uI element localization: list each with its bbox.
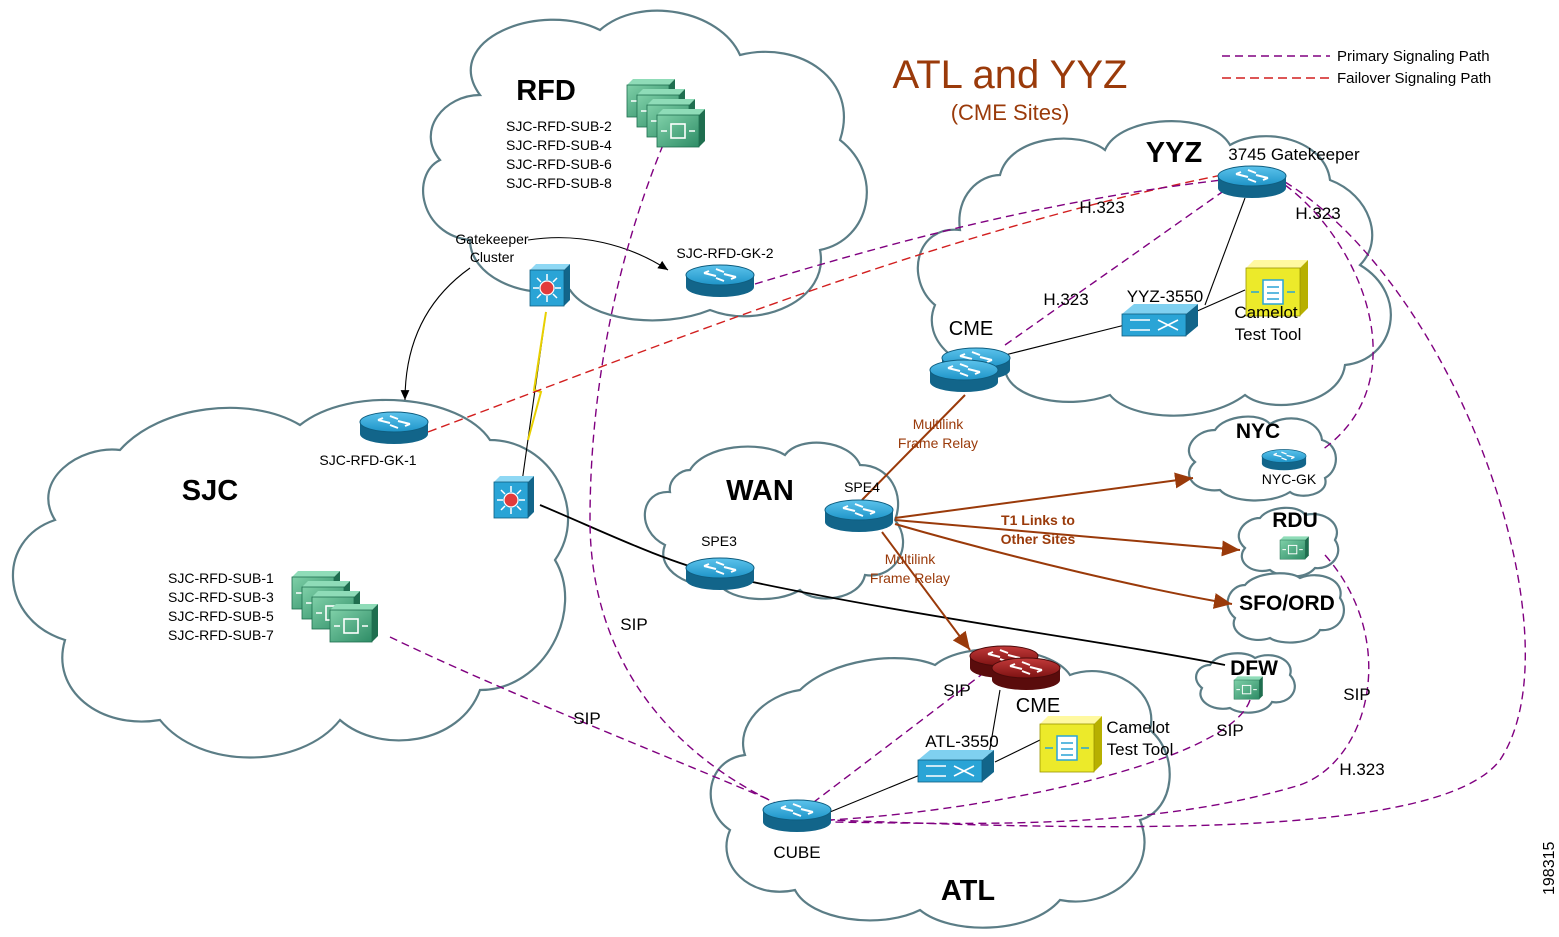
t1-links-label-2: Other Sites (1001, 531, 1076, 547)
diagram-title: ATL and YYZ (893, 53, 1128, 97)
cube-router (762, 799, 832, 833)
sjc-sub-label: SJC-RFD-SUB-5 (168, 608, 274, 624)
primary-dfw-to-cube (829, 699, 1251, 821)
legend: Primary Signaling Path Failover Signalin… (1222, 48, 1491, 87)
link-gk-cluster-to-gk1 (400, 267, 471, 401)
atl-cme-label: CME (1016, 695, 1060, 717)
h323-label: H.323 (1079, 198, 1124, 217)
atl-3550-switch (917, 749, 995, 783)
sip-label: SIP (1343, 685, 1370, 704)
sip-label: SIP (1216, 721, 1243, 740)
site-label-nyc: NYC (1236, 420, 1280, 443)
failover-path (427, 174, 1223, 433)
link-spe4-to-atl-cme (881, 531, 971, 651)
link-camelot-to-switch (1194, 289, 1246, 313)
site-label-rdu: RDU (1272, 509, 1318, 532)
diagram-subtitle: (CME Sites) (951, 100, 1070, 125)
link-atl-cme-to-switch (987, 689, 1001, 761)
yyz-switch-label: YYZ-3550 (1127, 287, 1204, 306)
atl-cme-router (991, 657, 1061, 691)
h323-label: H.323 (1295, 204, 1340, 223)
nyc-gk-router (1261, 448, 1307, 471)
frame-relay-label-1: Frame Relay (898, 435, 978, 451)
rfd-cloud (422, 9, 868, 322)
sjc-cloud (11, 398, 570, 759)
atl-switch-label: ATL-3550 (925, 732, 998, 751)
yyz-camelot-label-1: Camelot (1234, 303, 1298, 322)
gatekeeper-cluster-label-1: Gatekeeper (455, 231, 528, 247)
site-label-sfo-ord: SFO/ORD (1239, 592, 1335, 615)
link-spe4-to-rdu (894, 519, 1241, 557)
multilink-label-2: Multilink (885, 551, 937, 567)
link-l3sw-to-dfw (539, 504, 1226, 666)
primary-rfd-subs-to-cube (589, 144, 796, 813)
nyc-gk-label: NYC-GK (1262, 471, 1317, 487)
sip-label: SIP (620, 615, 647, 634)
t1-links-label-1: T1 Links to (1001, 512, 1075, 528)
rfd-sub-label: SJC-RFD-SUB-6 (506, 156, 612, 172)
sjc-sub-label: SJC-RFD-SUB-3 (168, 589, 274, 605)
link-atl-switch-to-cube (829, 774, 921, 813)
h323-label: H.323 (1043, 290, 1088, 309)
atl-camelot-label-1: Camelot (1106, 718, 1170, 737)
gk1-label: SJC-RFD-GK-1 (319, 452, 416, 468)
link-cme-to-switch (1004, 324, 1126, 356)
figure-id: 198315 (1541, 842, 1558, 895)
link-spe4-to-nyc (894, 472, 1194, 519)
sjc-sub-label: SJC-RFD-SUB-1 (168, 570, 274, 586)
site-label-rfd: RFD (516, 75, 576, 107)
spe4-router (824, 499, 894, 533)
sjc-rfd-gk-1-router (359, 411, 429, 445)
yyz-3745-gatekeeper-router (1217, 165, 1287, 199)
link-spe4-to-sfo (894, 523, 1233, 609)
site-label-dfw: DFW (1230, 657, 1278, 680)
sip-label: SIP (573, 709, 600, 728)
yyz-cme-router (929, 359, 999, 393)
primary-yyzgk-to-cube (829, 181, 1526, 828)
site-label-atl: ATL (941, 875, 995, 907)
site-label-yyz: YYZ (1146, 137, 1202, 169)
gk2-label: SJC-RFD-GK-2 (676, 245, 773, 261)
primary-sjc-subs-to-cube (389, 636, 771, 801)
frame-relay-label-2: Frame Relay (870, 570, 950, 586)
primary-atl-cme-to-cube (809, 671, 986, 806)
legend-failover-label: Failover Signaling Path (1337, 70, 1491, 87)
sjc-sub-label: SJC-RFD-SUB-7 (168, 627, 274, 643)
atl-camelot-label-2: Test Tool (1107, 740, 1174, 759)
sip-label: SIP (943, 681, 970, 700)
primary-yyzgk-to-nyc (1284, 184, 1374, 451)
site-label-wan: WAN (726, 475, 794, 507)
atl-camelot-icon (1039, 715, 1103, 773)
rdu-server-icon (1279, 535, 1310, 560)
rfd-l3-switch (529, 263, 571, 307)
rfd-sub-label: SJC-RFD-SUB-8 (506, 175, 612, 191)
rfd-sub-label: SJC-RFD-SUB-4 (506, 137, 612, 153)
yyz-gatekeeper-label: 3745 Gatekeeper (1228, 145, 1360, 164)
sfo-ord-cloud (1226, 572, 1346, 644)
primary-gk2-to-yyzgk (754, 179, 1223, 285)
link-atl-camelot-to-switch (994, 739, 1041, 763)
gatekeeper-cluster-label-2: Cluster (470, 249, 515, 265)
yyz-3550-switch (1121, 303, 1199, 337)
link-yyzgk-to-switch (1204, 197, 1246, 306)
primary-rdu-to-cube (829, 554, 1370, 825)
sjc-rfd-gk-2-router (685, 264, 755, 298)
link-gk-cluster-to-gk2 (527, 237, 669, 271)
site-label-sjc: SJC (182, 475, 238, 507)
spe3-label: SPE3 (701, 533, 737, 549)
rfd-sub-label: SJC-RFD-SUB-2 (506, 118, 612, 134)
spe3-router (685, 557, 755, 591)
sjc-l3-switch (493, 475, 535, 519)
h323-label: H.323 (1339, 760, 1384, 779)
yyz-cme-label: CME (949, 318, 993, 340)
multilink-label-1: Multilink (913, 416, 965, 432)
primary-cme-to-yyzgk (1004, 189, 1226, 346)
cube-label: CUBE (773, 843, 820, 862)
legend-primary-label: Primary Signaling Path (1337, 48, 1490, 65)
spe4-label: SPE4 (844, 479, 880, 495)
yyz-camelot-label-2: Test Tool (1235, 325, 1302, 344)
link-cme-to-spe4 (861, 394, 966, 501)
